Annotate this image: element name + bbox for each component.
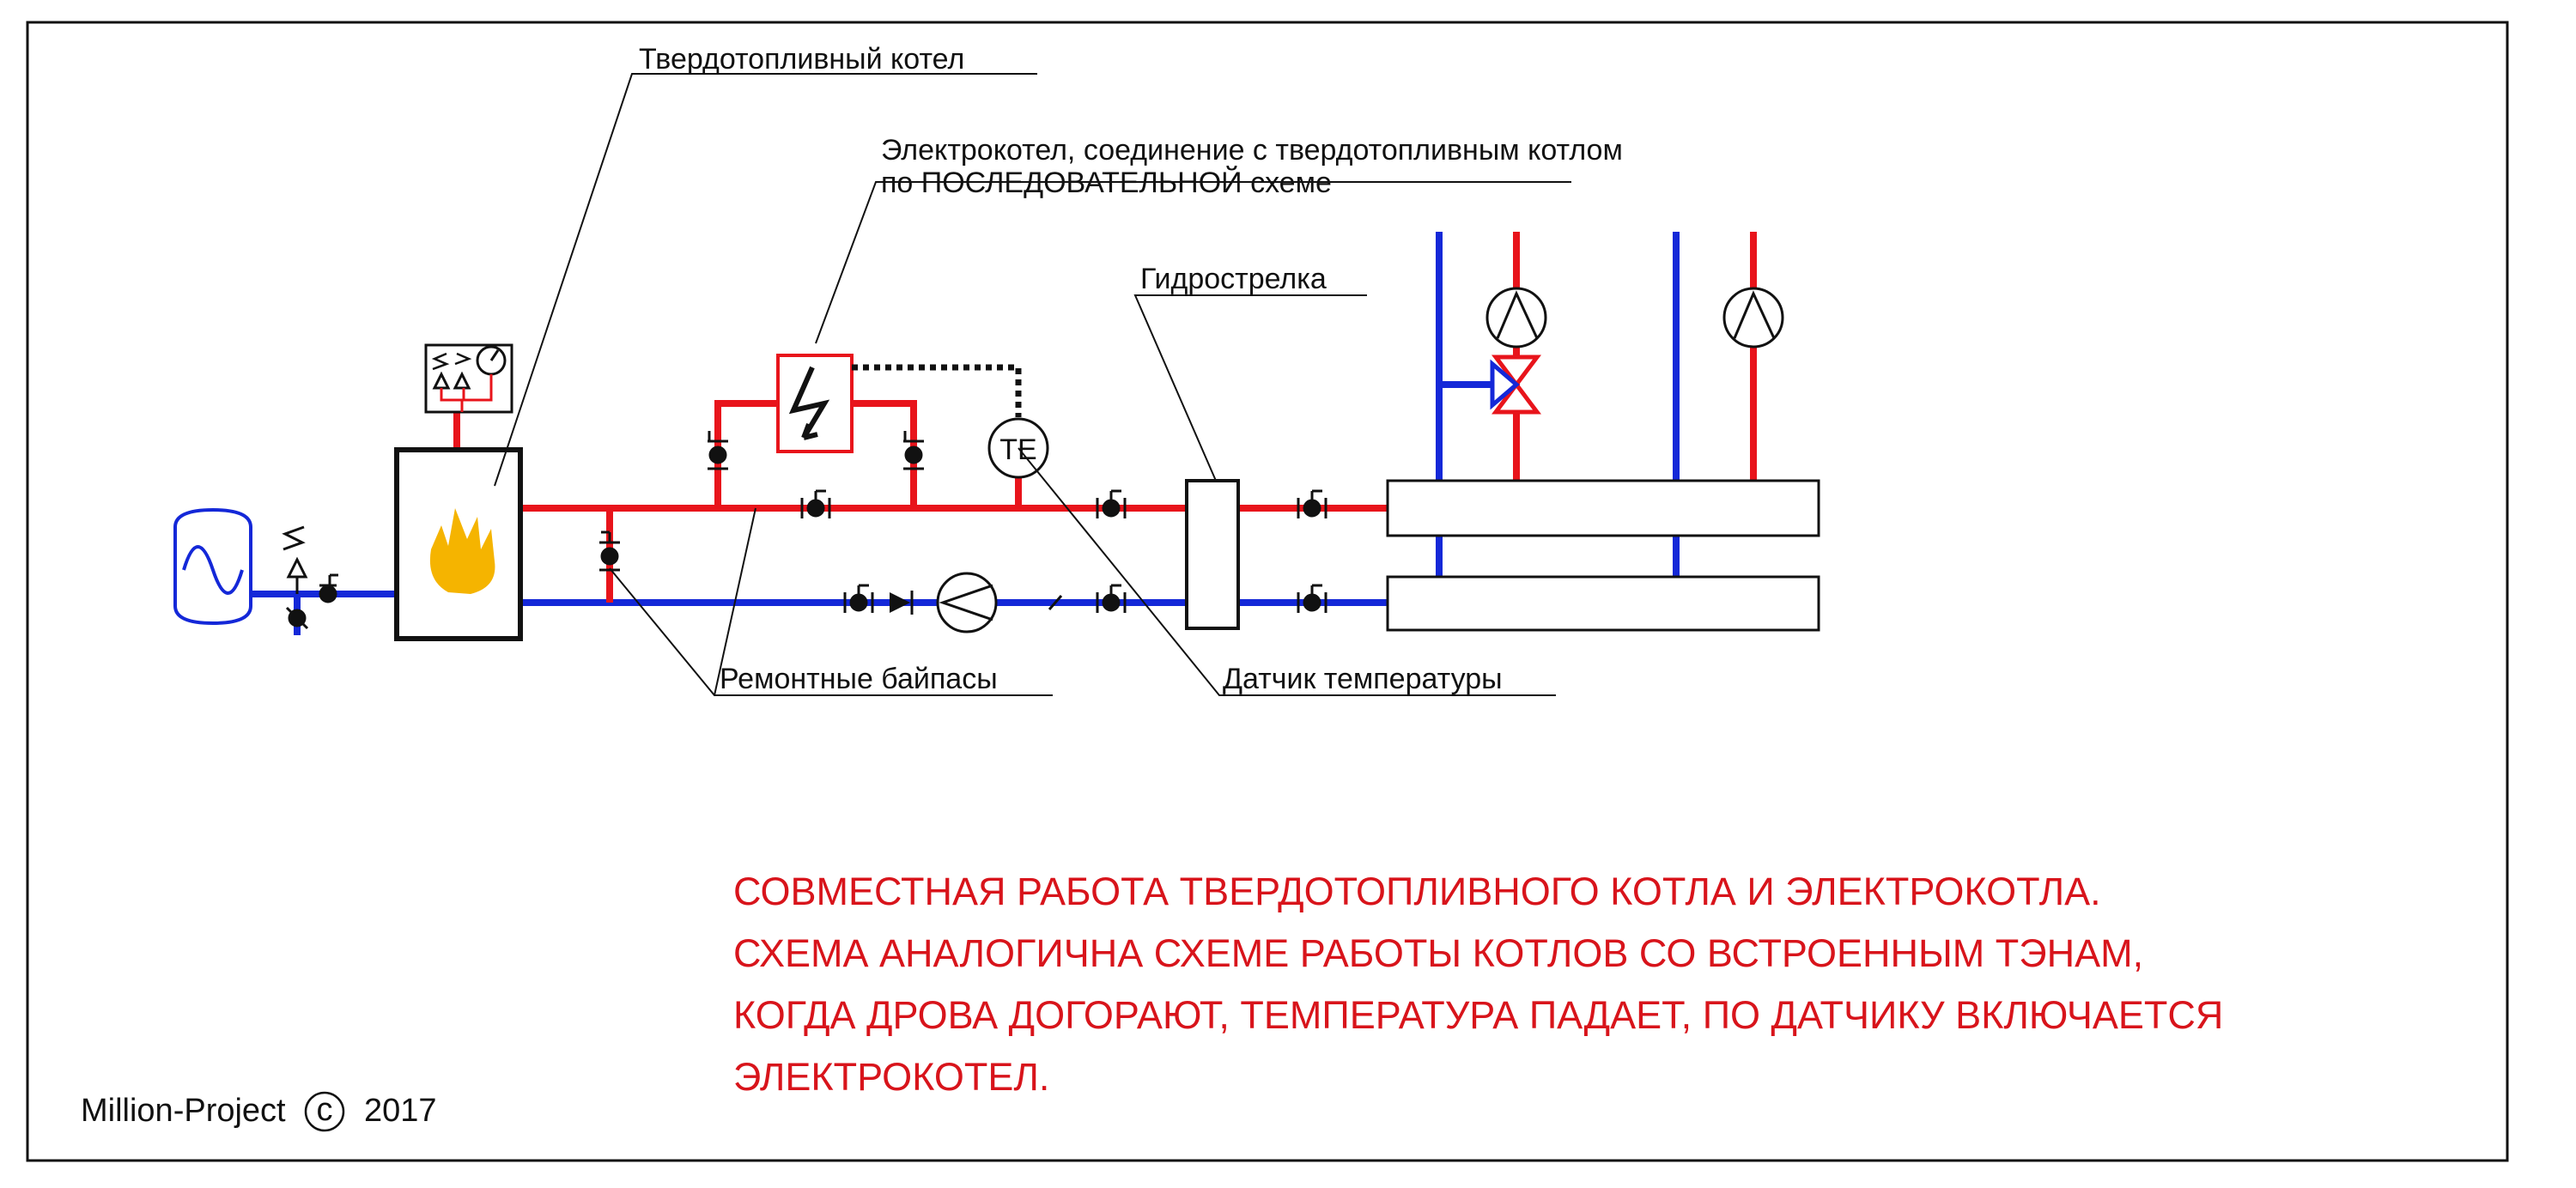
pressure-gauge-icon — [476, 345, 507, 376]
circuit-pump-1-icon — [1485, 287, 1547, 349]
drawing-frame — [26, 21, 2509, 1162]
return-manifold — [1386, 575, 1820, 632]
hydraulic-separator — [1185, 479, 1240, 630]
supply-manifold — [1386, 479, 1820, 537]
solid-fuel-boiler — [394, 447, 523, 641]
supply-pipes — [453, 232, 1757, 603]
footer-brand: Million-Project — [81, 1093, 286, 1129]
bypass-valve-icon — [599, 530, 620, 572]
flame-icon — [429, 508, 495, 594]
sensor-control-line — [852, 364, 1022, 417]
note-block: СОВМЕСТНАЯ РАБОТА ТВЕРДОТОПЛИВНОГО КОТЛА… — [733, 870, 2223, 1099]
boiler-safety-group — [424, 343, 513, 414]
footer-copyright-symbol: c — [317, 1092, 333, 1128]
circuit-pump-2-icon — [1722, 287, 1784, 349]
check-valve-icon — [890, 591, 914, 615]
note-line-4: ЭЛЕКТРОКОТЕЛ. — [733, 1055, 1049, 1099]
footer-copyright: Million-Project c 2017 — [81, 1091, 437, 1132]
electric-boiler-valves — [708, 431, 924, 470]
electric-boiler — [776, 354, 854, 453]
temperature-sensor-symbol: TE — [999, 433, 1036, 466]
label-electric-boiler-line2: по ПОСЛЕДОВАТЕЛЬНОЙ схеме — [881, 167, 1332, 199]
lightning-icon — [788, 366, 830, 440]
footer-year: 2017 — [364, 1093, 437, 1129]
line-valves — [800, 489, 1327, 613]
tank-safety-valve-icon — [282, 525, 338, 630]
note-line-3: КОГДА ДРОВА ДОГОРАЮТ, ТЕМПЕРАТУРА ПАДАЕТ… — [733, 993, 2223, 1037]
boiler-pump-icon — [936, 572, 998, 633]
label-hydro-separator: Гидрострелка — [1140, 263, 1327, 295]
expansion-tank — [173, 507, 252, 626]
mixing-valve-icon — [1490, 355, 1541, 415]
label-temperature-sensor: Датчик температуры — [1223, 663, 1503, 695]
note-line-1: СОВМЕСТНАЯ РАБОТА ТВЕРДОТОПЛИВНОГО КОТЛА… — [733, 870, 2101, 913]
note-line-2: СХЕМА АНАЛОГИЧНА СХЕМЕ РАБОТЫ КОТЛОВ СО … — [733, 931, 2143, 975]
label-solid-fuel-boiler: Твердотопливный котел — [639, 43, 964, 76]
label-electric-boiler-line1: Электрокотел, соединение с твердотопливн… — [881, 134, 1623, 167]
label-repair-bypasses: Ремонтные байпасы — [720, 663, 998, 695]
leader-lines — [494, 73, 1571, 696]
copyright-circle-icon — [304, 1091, 345, 1132]
